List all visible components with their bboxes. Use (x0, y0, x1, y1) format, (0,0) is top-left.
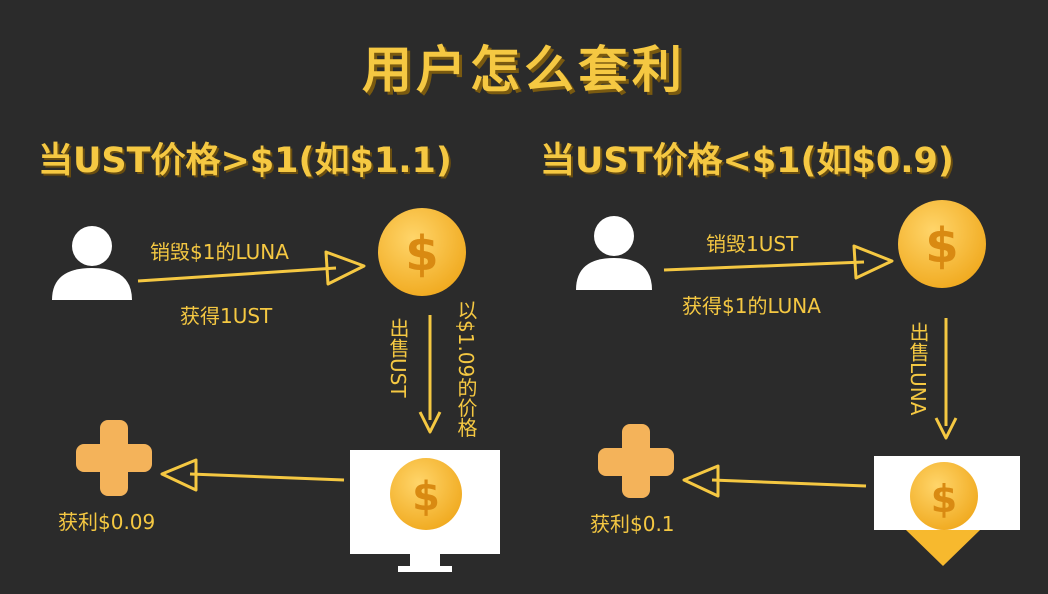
left-user-icon (52, 226, 132, 300)
right-sell-label: 出售LUNA (906, 322, 930, 416)
right-arrow-left (682, 464, 867, 498)
svg-text:$: $ (412, 474, 440, 520)
left-get-label: 获得1UST (180, 304, 273, 328)
right-arrow-down (934, 318, 958, 440)
svg-text:$: $ (405, 226, 438, 282)
left-panel-heading: 当UST价格>$1(如$1.1) (38, 141, 452, 181)
left-plus-icon (76, 420, 152, 496)
right-burn-label: 销毁1UST (706, 232, 799, 256)
left-burn-label: 销毁$1的LUNA (150, 240, 289, 264)
left-arrow-down-1 (418, 315, 442, 434)
right-get-label: 获得$1的LUNA (682, 294, 821, 318)
svg-text:$: $ (931, 477, 957, 521)
page-title: 用户怎么套利 (362, 41, 686, 99)
left-monitor-icon: $ (350, 450, 500, 572)
right-user-icon (576, 216, 652, 290)
right-panel-heading: 当UST价格<$1(如$0.9) (540, 141, 954, 181)
right-coin-top-icon: $ (898, 200, 986, 288)
left-sell-label: 出售UST (386, 318, 410, 398)
left-arrow-burn (137, 250, 366, 286)
left-arrow-left (160, 458, 345, 492)
left-profit-label: 获利$0.09 (58, 510, 156, 534)
right-monitor-icon: $ (874, 456, 1020, 566)
svg-text:$: $ (925, 218, 958, 274)
right-profit-label: 获利$0.1 (590, 512, 675, 536)
left-price-label: 以$1.09的价格 (454, 300, 478, 438)
left-coin-top-icon: $ (378, 208, 466, 296)
right-plus-icon (598, 424, 674, 498)
right-arrow-burn (663, 244, 894, 280)
